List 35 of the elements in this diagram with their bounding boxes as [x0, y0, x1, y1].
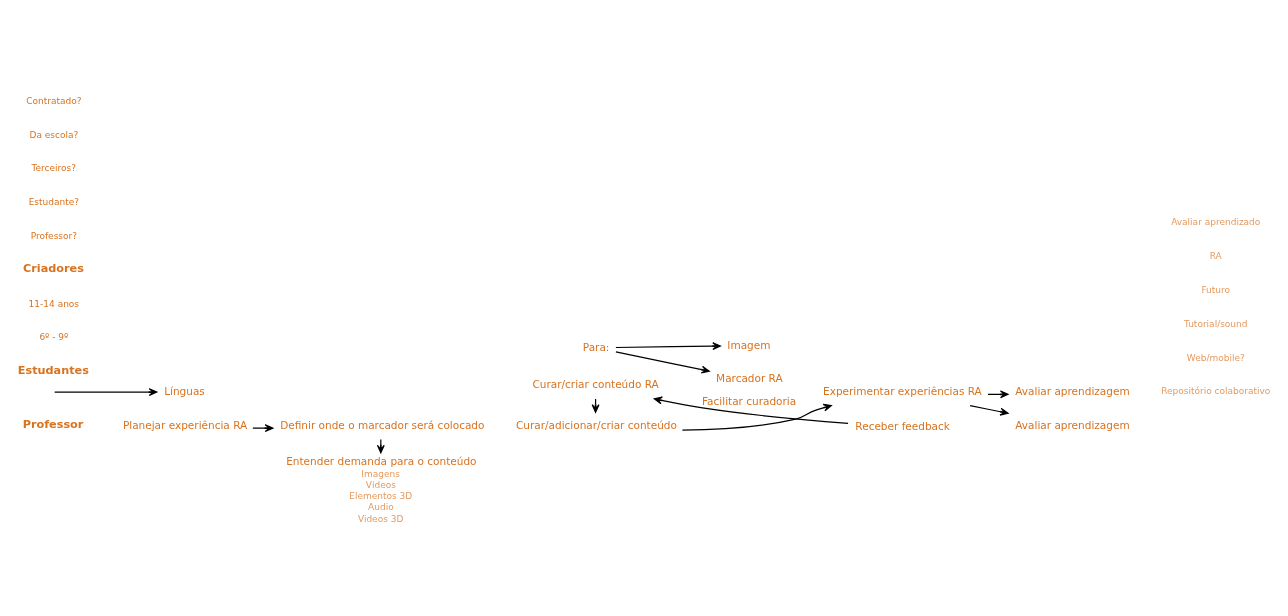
node-text: Curar/adicionar/criar conteúdo [515, 419, 677, 432]
label: 11-14 anos [28, 298, 80, 309]
node-text: Marcador RA [716, 372, 783, 385]
label: Contratado? [26, 95, 82, 106]
node-text: Curar/criar conteúdo RA [532, 378, 659, 391]
node-label: Audio [368, 502, 394, 513]
node-label: Videos 3D [357, 513, 404, 524]
label: Criadores [23, 262, 84, 276]
label: Terceiros? [31, 163, 77, 174]
node-label: Elementos 3D [349, 491, 413, 502]
label: Web/mobile? [1186, 352, 1245, 363]
node-text: Planejar experiência RA [122, 419, 248, 432]
label: Repositório colaborativo [1161, 386, 1271, 397]
label: Futuro [1201, 285, 1231, 296]
label: Da escola? [29, 129, 79, 140]
node-text: Imagem [727, 338, 771, 351]
node-text: Definir onde o marcador será colocado [280, 419, 485, 432]
node-text: Avaliar aprendizagem [1015, 419, 1130, 432]
label: Professor? [30, 231, 78, 241]
label: Professor [22, 417, 84, 431]
label: Estudante? [28, 197, 80, 208]
node-text: Avaliar aprendizagem [1015, 385, 1130, 398]
node-label: Vídeos [365, 479, 396, 490]
node-text: Entender demanda para o conteúdo [286, 455, 477, 468]
node-text: Experimentar experiências RA [823, 385, 982, 398]
node-label: Imagens [361, 468, 400, 479]
node-text: Para: [582, 340, 610, 353]
node-text: Receber feedback [855, 419, 950, 432]
node-text: Línguas [164, 385, 205, 398]
edge-label: Facilitar curadoria [702, 395, 797, 408]
label: Avaliar aprendizado [1171, 217, 1261, 228]
label: RA [1209, 251, 1222, 262]
label: 6º - 9º [39, 332, 69, 343]
label: Estudantes [17, 363, 89, 377]
label: Tutorial/sound [1184, 318, 1248, 329]
